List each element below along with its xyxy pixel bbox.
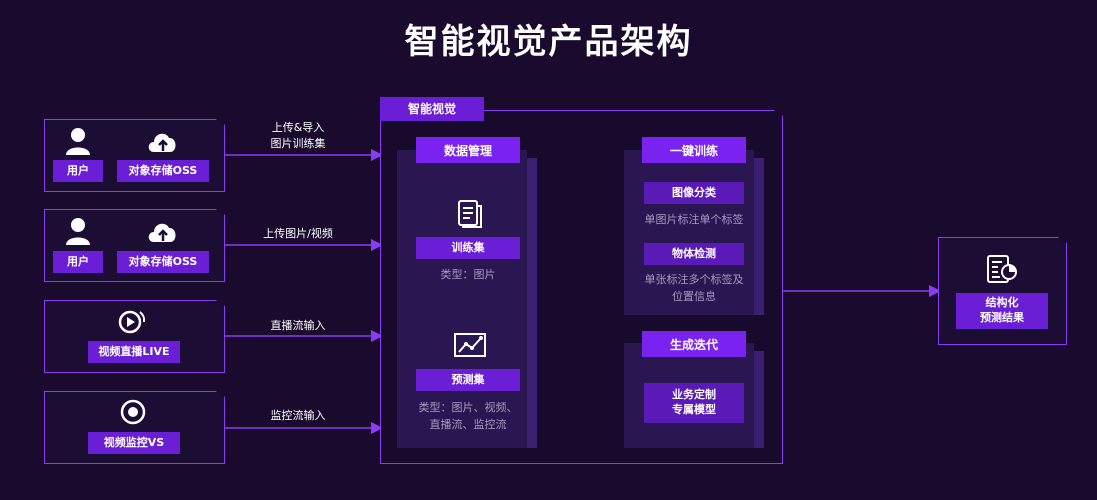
train-type: 类型：图片 [440, 268, 496, 281]
cloud-upload-icon [148, 223, 176, 242]
person-icon [66, 218, 90, 245]
edge-label-3: 直播流输入 [270, 319, 326, 332]
vs-label: 视频监控VS [88, 432, 180, 454]
custom-model-label: 业务定制专属模型 [644, 383, 744, 423]
oss-label-2: 对象存储OSS [117, 251, 209, 273]
iterate-header: 生成迭代 [642, 331, 746, 357]
predict-set-label: 预测集 [416, 369, 520, 391]
detect-desc: 单张标注多个标签及位置信息 [644, 273, 744, 304]
document-icon [458, 200, 482, 228]
output-label: 结构化预测结果 [956, 293, 1048, 329]
live-video-icon [118, 310, 146, 334]
predict-type: 类型：图片、视频、直播流、监控流 [418, 401, 518, 432]
detect-label: 物体检测 [644, 243, 744, 265]
edge-label-1: 上传&导入图片训练集 [270, 121, 326, 150]
cloud-upload-icon [148, 133, 176, 152]
edge-label-2: 上传图片/视频 [263, 227, 333, 240]
train-set-label: 训练集 [416, 237, 520, 259]
live-label: 视频直播LIVE [88, 341, 180, 363]
oss-label-1: 对象存储OSS [117, 160, 209, 182]
chart-icon [454, 333, 486, 357]
classify-desc: 单图片标注单个标签 [644, 213, 744, 226]
report-icon [987, 255, 1017, 283]
train-panel [624, 150, 764, 315]
page-title: 智能视觉产品架构 [404, 22, 693, 62]
classify-label: 图像分类 [644, 182, 744, 204]
user-label-2: 用户 [53, 251, 103, 273]
camera-icon [120, 399, 146, 425]
train-header: 一键训练 [642, 137, 746, 163]
core-label: 智能视觉 [380, 97, 484, 121]
edge-label-4: 监控流输入 [270, 409, 326, 422]
person-icon [66, 128, 90, 155]
data-mgmt-header: 数据管理 [416, 137, 520, 163]
user-label-1: 用户 [53, 160, 103, 182]
data-mgmt-panel [397, 150, 537, 448]
